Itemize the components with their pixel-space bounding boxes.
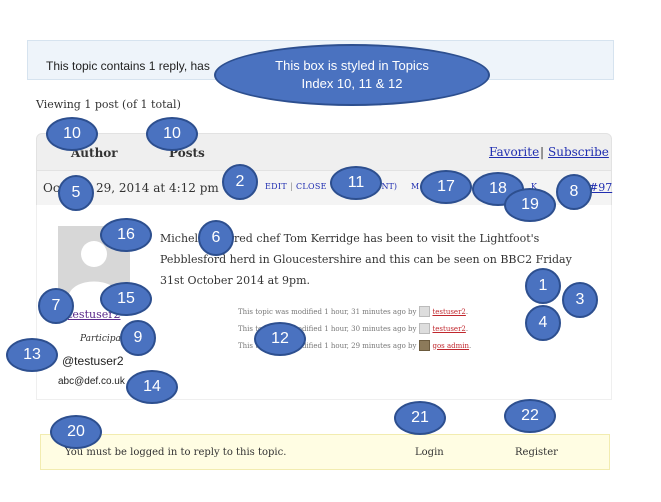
viewing-count: Viewing 1 post (of 1 total) — [36, 98, 181, 111]
revision-entry: This topic was modified 1 hour, 30 minut… — [238, 323, 469, 334]
admin-link-partial[interactable]: K — [531, 182, 537, 191]
annotation-marker: 15 — [100, 282, 152, 316]
topic-info-text: This topic contains 1 reply, has — [46, 59, 210, 73]
annotation-marker: 6 — [198, 220, 234, 256]
annotation-marker: 20 — [50, 415, 102, 449]
annotation-marker: 19 — [504, 188, 556, 222]
header-separator: | — [540, 145, 545, 159]
callout-line-2: Index 10, 11 & 12 — [301, 76, 403, 91]
close-link[interactable]: CLOSE — [295, 182, 327, 191]
forum-header: Author Posts Favorite | Subscribe — [36, 133, 612, 171]
login-notice: You must be logged in to reply to this t… — [40, 434, 610, 470]
favorite-link[interactable]: Favorite — [489, 145, 540, 159]
revision-entry: This topic was modified 1 hour, 31 minut… — [238, 306, 469, 317]
annotation-marker: 14 — [126, 370, 178, 404]
annotation-callout: This box is styled in Topics Index 10, 1… — [214, 44, 490, 106]
annotation-marker: 7 — [38, 288, 74, 324]
author-email: abc@def.co.uk — [58, 376, 125, 387]
annotation-marker: 17 — [420, 170, 472, 204]
revision-user-link[interactable]: testuser2 — [432, 324, 466, 333]
annotation-marker: 8 — [556, 174, 592, 210]
annotation-marker: 3 — [562, 282, 598, 318]
annotation-marker: 16 — [100, 218, 152, 252]
login-link[interactable]: Login — [415, 447, 444, 458]
revision-text: This topic was modified 1 hour, 31 minut… — [238, 307, 417, 316]
edit-link[interactable]: EDIT — [265, 182, 287, 191]
author-handle: @testuser2 — [62, 354, 124, 368]
revision-text: This topic was modified 1 hour, 30 minut… — [238, 324, 417, 333]
login-message: You must be logged in to reply to this t… — [65, 447, 287, 458]
revision-entry: This topic was modified 1 hour, 29 minut… — [238, 340, 472, 351]
admin-links: EDIT|CLOSE — [265, 182, 327, 191]
callout-line-1: This box is styled in Topics — [275, 58, 429, 73]
post-permalink[interactable]: #97 — [589, 181, 613, 194]
annotation-marker: 2 — [222, 164, 258, 200]
annotation-marker: 22 — [504, 399, 556, 433]
annotation-marker: 13 — [6, 338, 58, 372]
revision-user-link[interactable]: testuser2 — [432, 307, 466, 316]
revision-text: This topic was modified 1 hour, 29 minut… — [238, 341, 417, 350]
annotation-marker: 10 — [46, 117, 98, 151]
annotation-marker: 1 — [525, 268, 561, 304]
annotation-marker: 21 — [394, 401, 446, 435]
user-avatar-icon — [419, 306, 431, 317]
post-content: Michelin starred chef Tom Kerridge has b… — [160, 232, 572, 287]
annotation-marker: 5 — [58, 175, 94, 211]
annotation-marker: 9 — [120, 320, 156, 356]
annotation-marker: 4 — [525, 305, 561, 341]
author-role: Participant — [80, 334, 131, 344]
subscribe-link[interactable]: Subscribe — [548, 145, 609, 159]
revision-user-link[interactable]: gos admin — [432, 341, 470, 350]
admin-avatar-icon — [419, 340, 431, 351]
annotation-marker: 11 — [330, 166, 382, 200]
register-link[interactable]: Register — [515, 447, 558, 458]
admin-link-partial[interactable]: M — [411, 182, 420, 191]
user-avatar-icon — [419, 323, 431, 334]
admin-link-partial[interactable]: ONT) — [375, 182, 398, 191]
annotation-marker: 12 — [254, 322, 306, 356]
annotation-marker: 10 — [146, 117, 198, 151]
